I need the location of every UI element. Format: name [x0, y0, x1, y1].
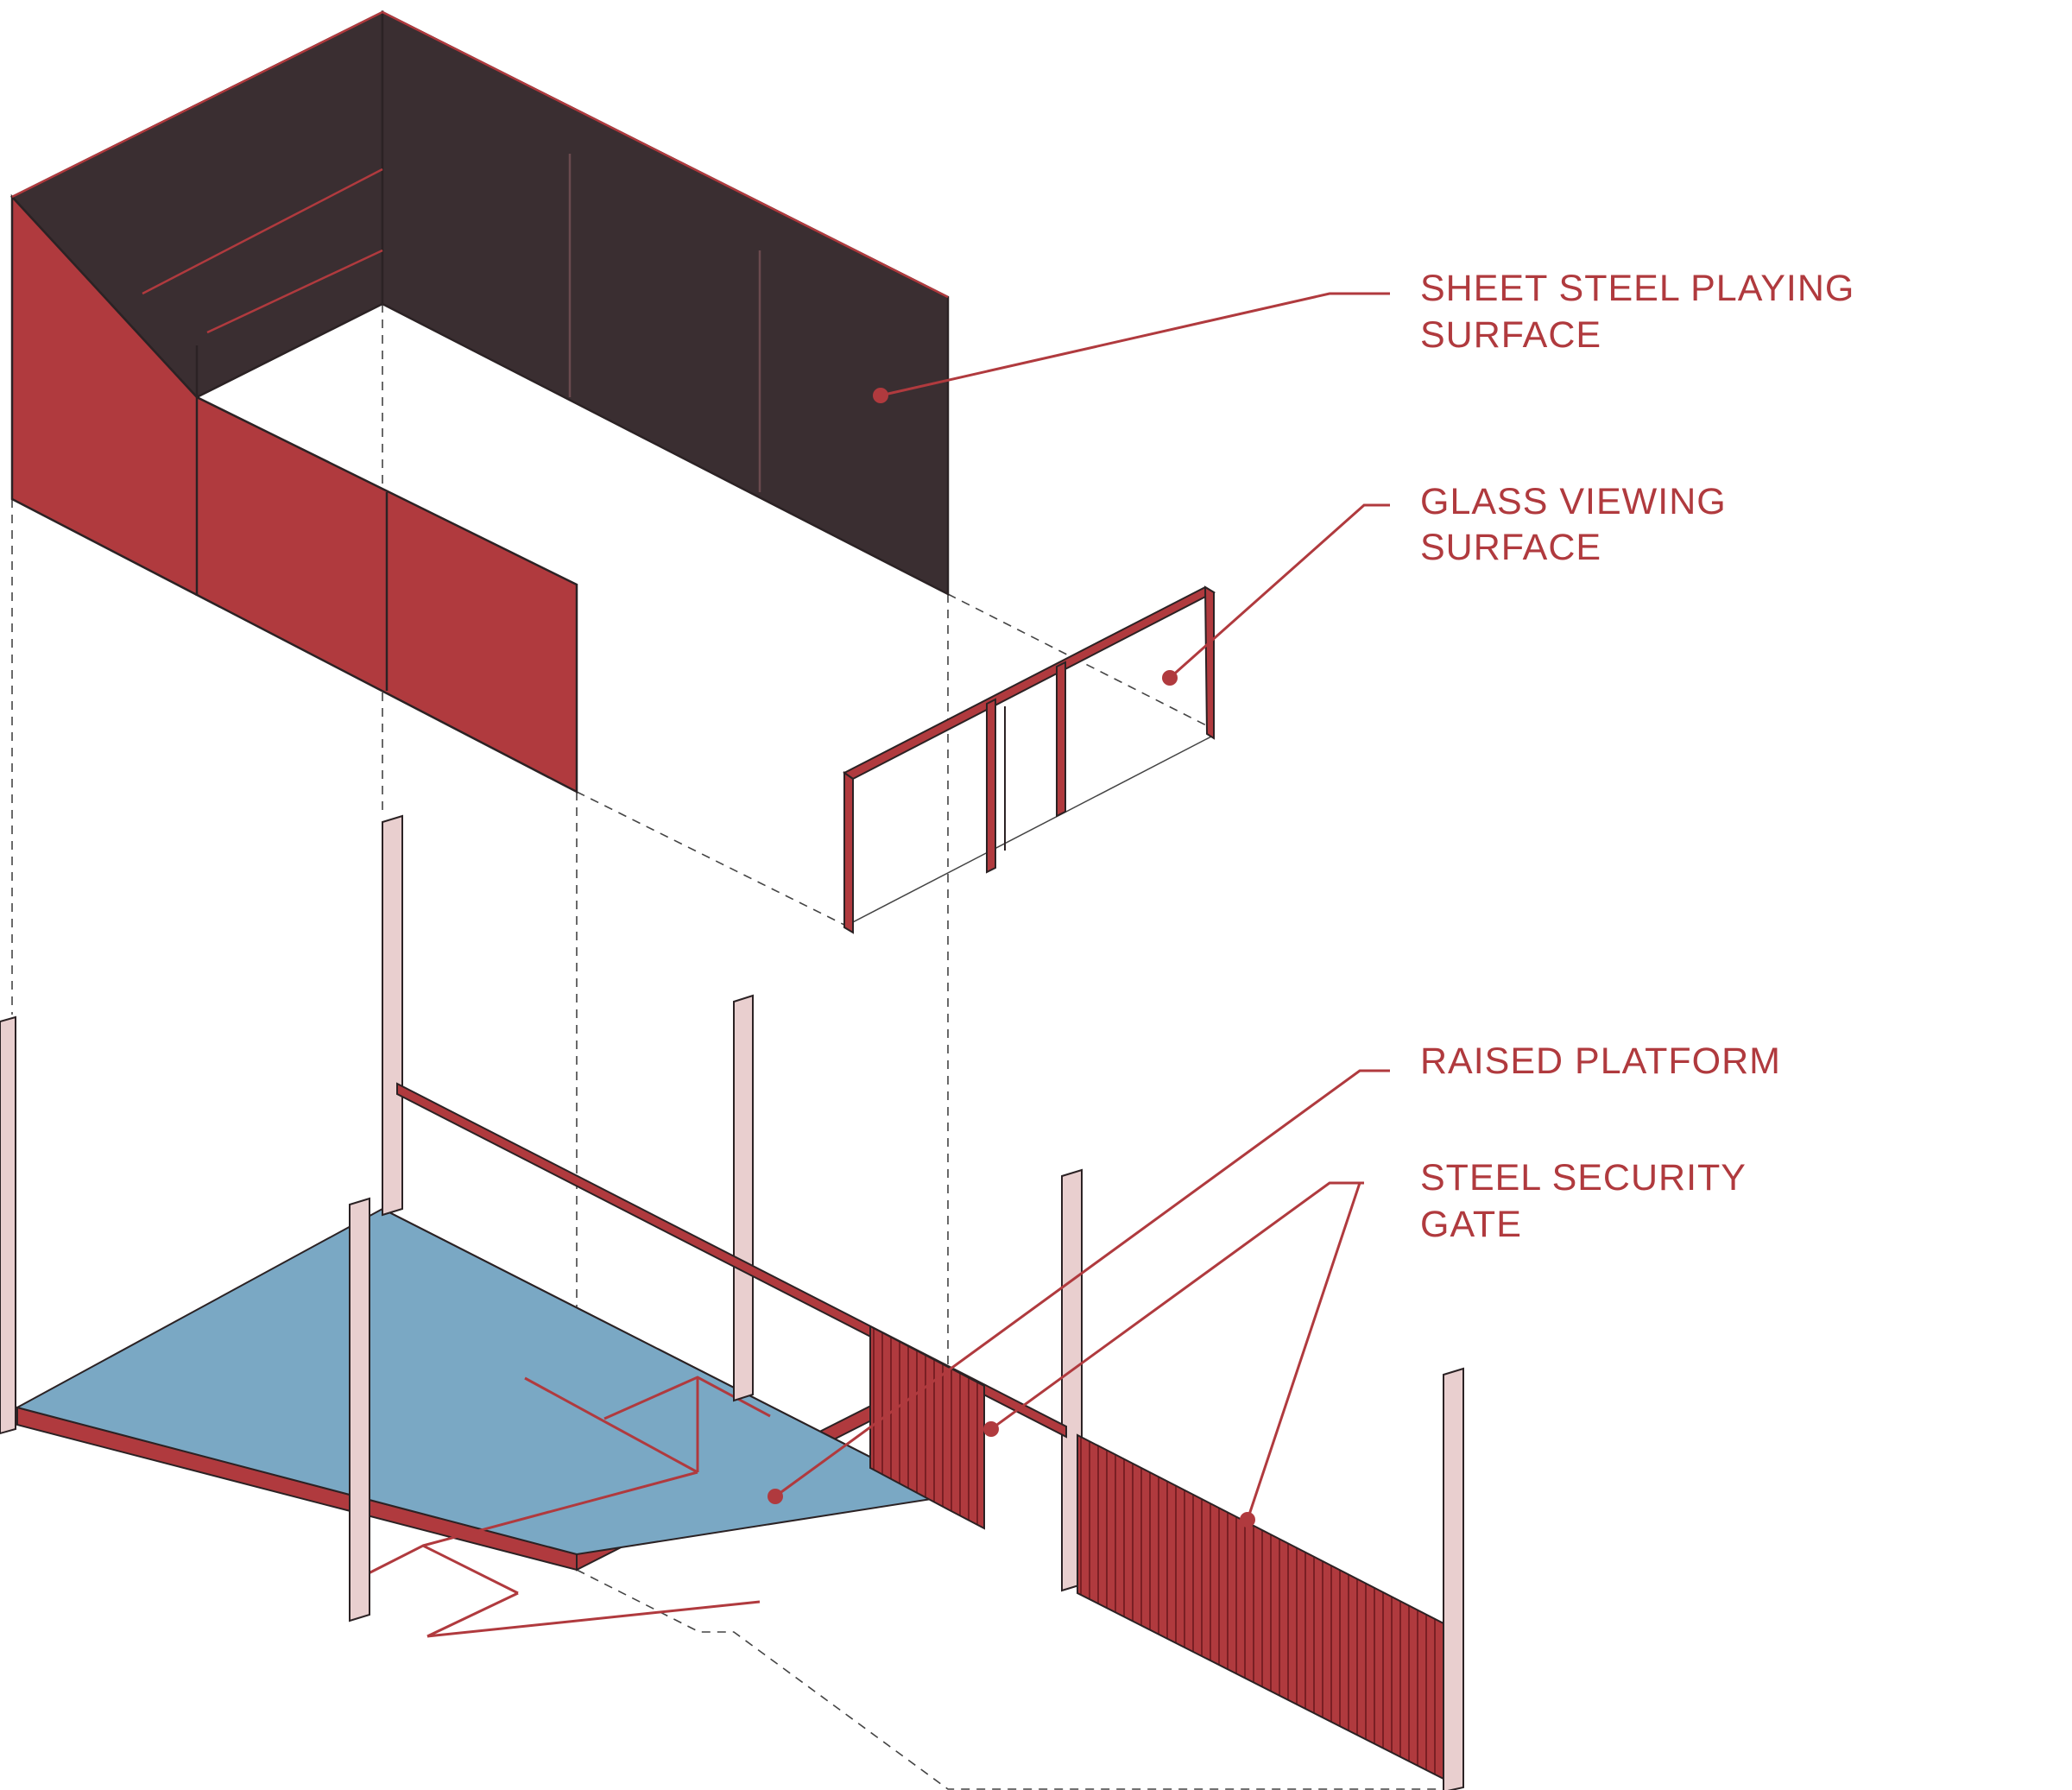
label-glass-viewing-line-2: SURFACE	[1420, 527, 1601, 568]
glass-viewing-surface	[843, 585, 1216, 934]
steel-security-gate	[869, 1325, 1444, 1781]
callout-labels: SHEET STEEL PLAYING SURFACE GLASS VIEWIN…	[1420, 268, 1854, 1245]
sheet-steel-playing-surface	[9, 9, 950, 794]
leader-dot-icon	[873, 388, 888, 403]
glass-mullion-2	[1056, 661, 1066, 818]
label-security-gate-line-1: STEEL SECURITY	[1420, 1157, 1747, 1199]
side-wall-red	[10, 193, 578, 794]
steel-seams	[11, 10, 949, 691]
post-3	[349, 1197, 370, 1622]
back-wall	[381, 9, 950, 597]
leader-dot-icon	[1162, 670, 1178, 686]
raised-platform	[15, 1207, 951, 1638]
label-sheet-steel-line-2: SURFACE	[1420, 314, 1601, 356]
glass-frame-head	[843, 585, 1216, 781]
glass-mullion-1	[986, 698, 996, 874]
gate-panel-left	[869, 1325, 985, 1530]
label-security-gate-line-2: GATE	[1420, 1204, 1522, 1245]
gate-panel-right	[1077, 1433, 1444, 1781]
label-glass-viewing-line-1: GLASS VIEWING	[1420, 481, 1727, 522]
leader-dot-icon	[768, 1489, 783, 1504]
post-2	[382, 814, 403, 1217]
court-lines	[366, 1376, 771, 1638]
label-sheet-steel-line-1: SHEET STEEL PLAYING	[1420, 268, 1854, 309]
leader-dot-icon	[1240, 1512, 1255, 1528]
glass-frame-right-post	[1203, 585, 1215, 740]
post-6	[1443, 1367, 1464, 1790]
glass-frame-left-post	[843, 771, 854, 934]
leader-lines	[774, 292, 1390, 1521]
leader-dot-icon	[983, 1421, 999, 1437]
post-4	[733, 994, 754, 1402]
glass-pane	[845, 591, 1212, 927]
leader-dots	[768, 388, 1255, 1528]
label-raised-platform: RAISED PLATFORM	[1420, 1040, 1781, 1082]
post-1	[0, 1015, 16, 1435]
